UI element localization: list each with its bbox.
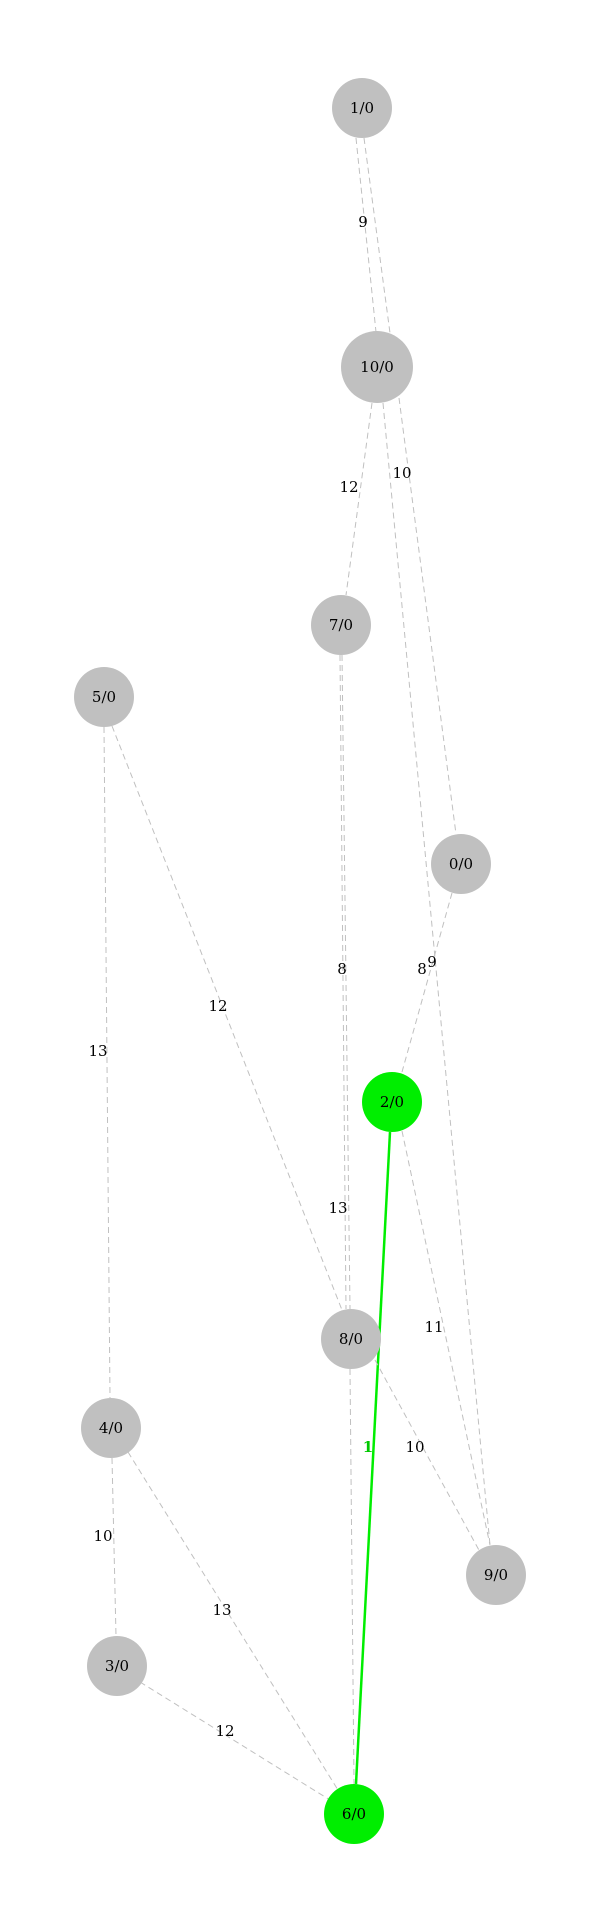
node-n9: 9/0 <box>466 1545 526 1605</box>
edge-n7-n8 <box>341 654 351 1310</box>
edge-n2-n6 <box>354 1131 392 1785</box>
node-circle <box>321 1309 381 1369</box>
node-n8: 8/0 <box>321 1309 381 1369</box>
edge-label-n1-n10: 9 <box>358 213 368 231</box>
edge-n5-n4 <box>103 726 111 1399</box>
edge-label-n8-n6: 13 <box>328 1199 347 1217</box>
edge-n4-n6 <box>127 1451 339 1791</box>
edges-layer <box>103 137 491 1801</box>
node-n7: 7/0 <box>311 595 371 655</box>
node-label: 10/0 <box>360 358 394 376</box>
node-n2: 2/0 <box>362 1072 422 1132</box>
edge-label-n3-n6: 12 <box>215 1722 234 1740</box>
edge-n8-n6 <box>349 1368 355 1785</box>
edge-label-n10-n0: 10 <box>392 464 411 482</box>
edge-n5-n8 <box>111 725 343 1311</box>
node-label: 3/0 <box>105 1657 129 1675</box>
node-circle <box>332 78 392 138</box>
node-label: 1/0 <box>350 99 374 117</box>
node-circle <box>81 1398 141 1458</box>
edge-label-n4-n3: 10 <box>93 1527 112 1545</box>
edge-n1-n10-b <box>363 137 391 334</box>
node-n0: 0/0 <box>431 834 491 894</box>
edge-label-n5-n8: 12 <box>208 997 227 1015</box>
node-circle <box>324 1784 384 1844</box>
edge-n8-n9 <box>374 1359 481 1553</box>
node-n3: 3/0 <box>87 1636 147 1696</box>
edge-n2-n9 <box>401 1130 491 1546</box>
edge-label-n10-n7: 12 <box>339 478 358 496</box>
node-label: 7/0 <box>329 616 353 634</box>
edge-n10-n7 <box>345 402 373 596</box>
edge-label-n2-n6: 1 <box>363 1438 373 1456</box>
node-label: 8/0 <box>339 1330 363 1348</box>
node-n10: 10/0 <box>341 331 413 403</box>
node-n5: 5/0 <box>74 667 134 727</box>
node-circle <box>311 595 371 655</box>
edge-label-n0-n2: 8 <box>417 960 427 978</box>
edge-label-n4-n6: 13 <box>212 1601 231 1619</box>
edge-n1-n10 <box>355 137 377 333</box>
nodes-layer: 1/0 10/0 7/0 5/0 0/0 2/0 8/0 4/0 9/0 3/0 6/0 <box>74 78 526 1844</box>
node-n4: 4/0 <box>81 1398 141 1458</box>
edge-label-n10-n9: 9 <box>427 953 437 971</box>
edge-n10-n0 <box>398 397 457 835</box>
node-circle <box>431 834 491 894</box>
node-circle <box>362 1072 422 1132</box>
node-circle <box>87 1636 147 1696</box>
node-circle <box>74 667 134 727</box>
node-label: 2/0 <box>380 1093 404 1111</box>
edge-label-n2-n9: 11 <box>424 1318 443 1336</box>
edge-n7-n8-b <box>339 654 347 1310</box>
node-label: 9/0 <box>484 1566 508 1584</box>
node-label: 4/0 <box>99 1419 123 1437</box>
edge-label-n8-n9: 10 <box>405 1438 424 1456</box>
edge-n4-n3 <box>111 1457 117 1637</box>
node-label: 5/0 <box>92 688 116 706</box>
node-circle <box>341 331 413 403</box>
node-label: 0/0 <box>449 855 473 873</box>
edge-label-n5-n4: 13 <box>88 1042 107 1060</box>
edge-label-n7-n8: 8 <box>337 960 347 978</box>
node-circle <box>466 1545 526 1605</box>
edge-n3-n6 <box>139 1681 331 1801</box>
edge-n0-n2 <box>401 892 453 1073</box>
edge-n10-n9 <box>382 402 491 1546</box>
node-label: 6/0 <box>342 1805 366 1823</box>
node-n1: 1/0 <box>332 78 392 138</box>
node-n6: 6/0 <box>324 1784 384 1844</box>
